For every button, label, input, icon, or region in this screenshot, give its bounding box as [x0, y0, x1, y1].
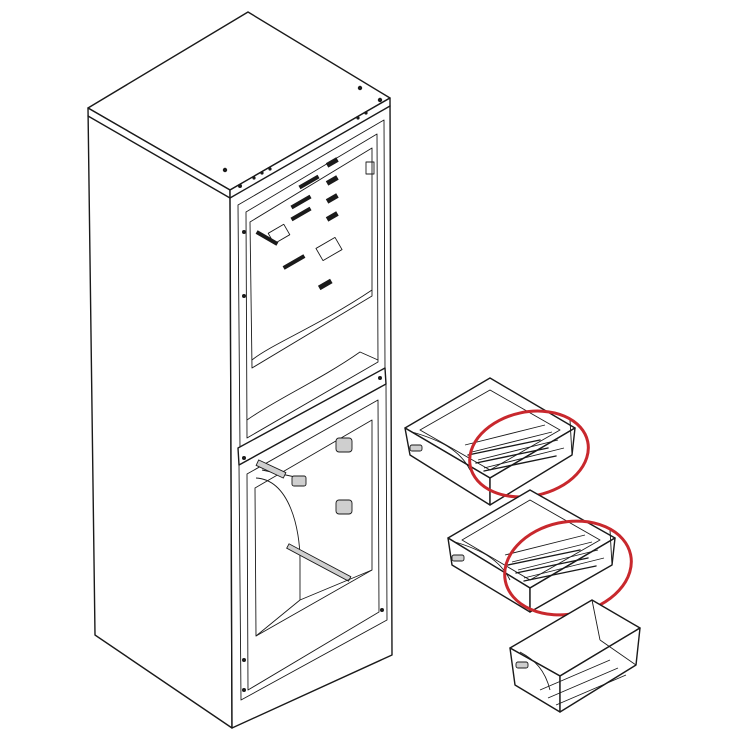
crisper-drawer-top: [404, 377, 576, 506]
crisper-drawer-bottom: [509, 599, 641, 713]
freezer-compartment: [238, 383, 388, 701]
crisper-drawer-middle: [447, 489, 616, 613]
